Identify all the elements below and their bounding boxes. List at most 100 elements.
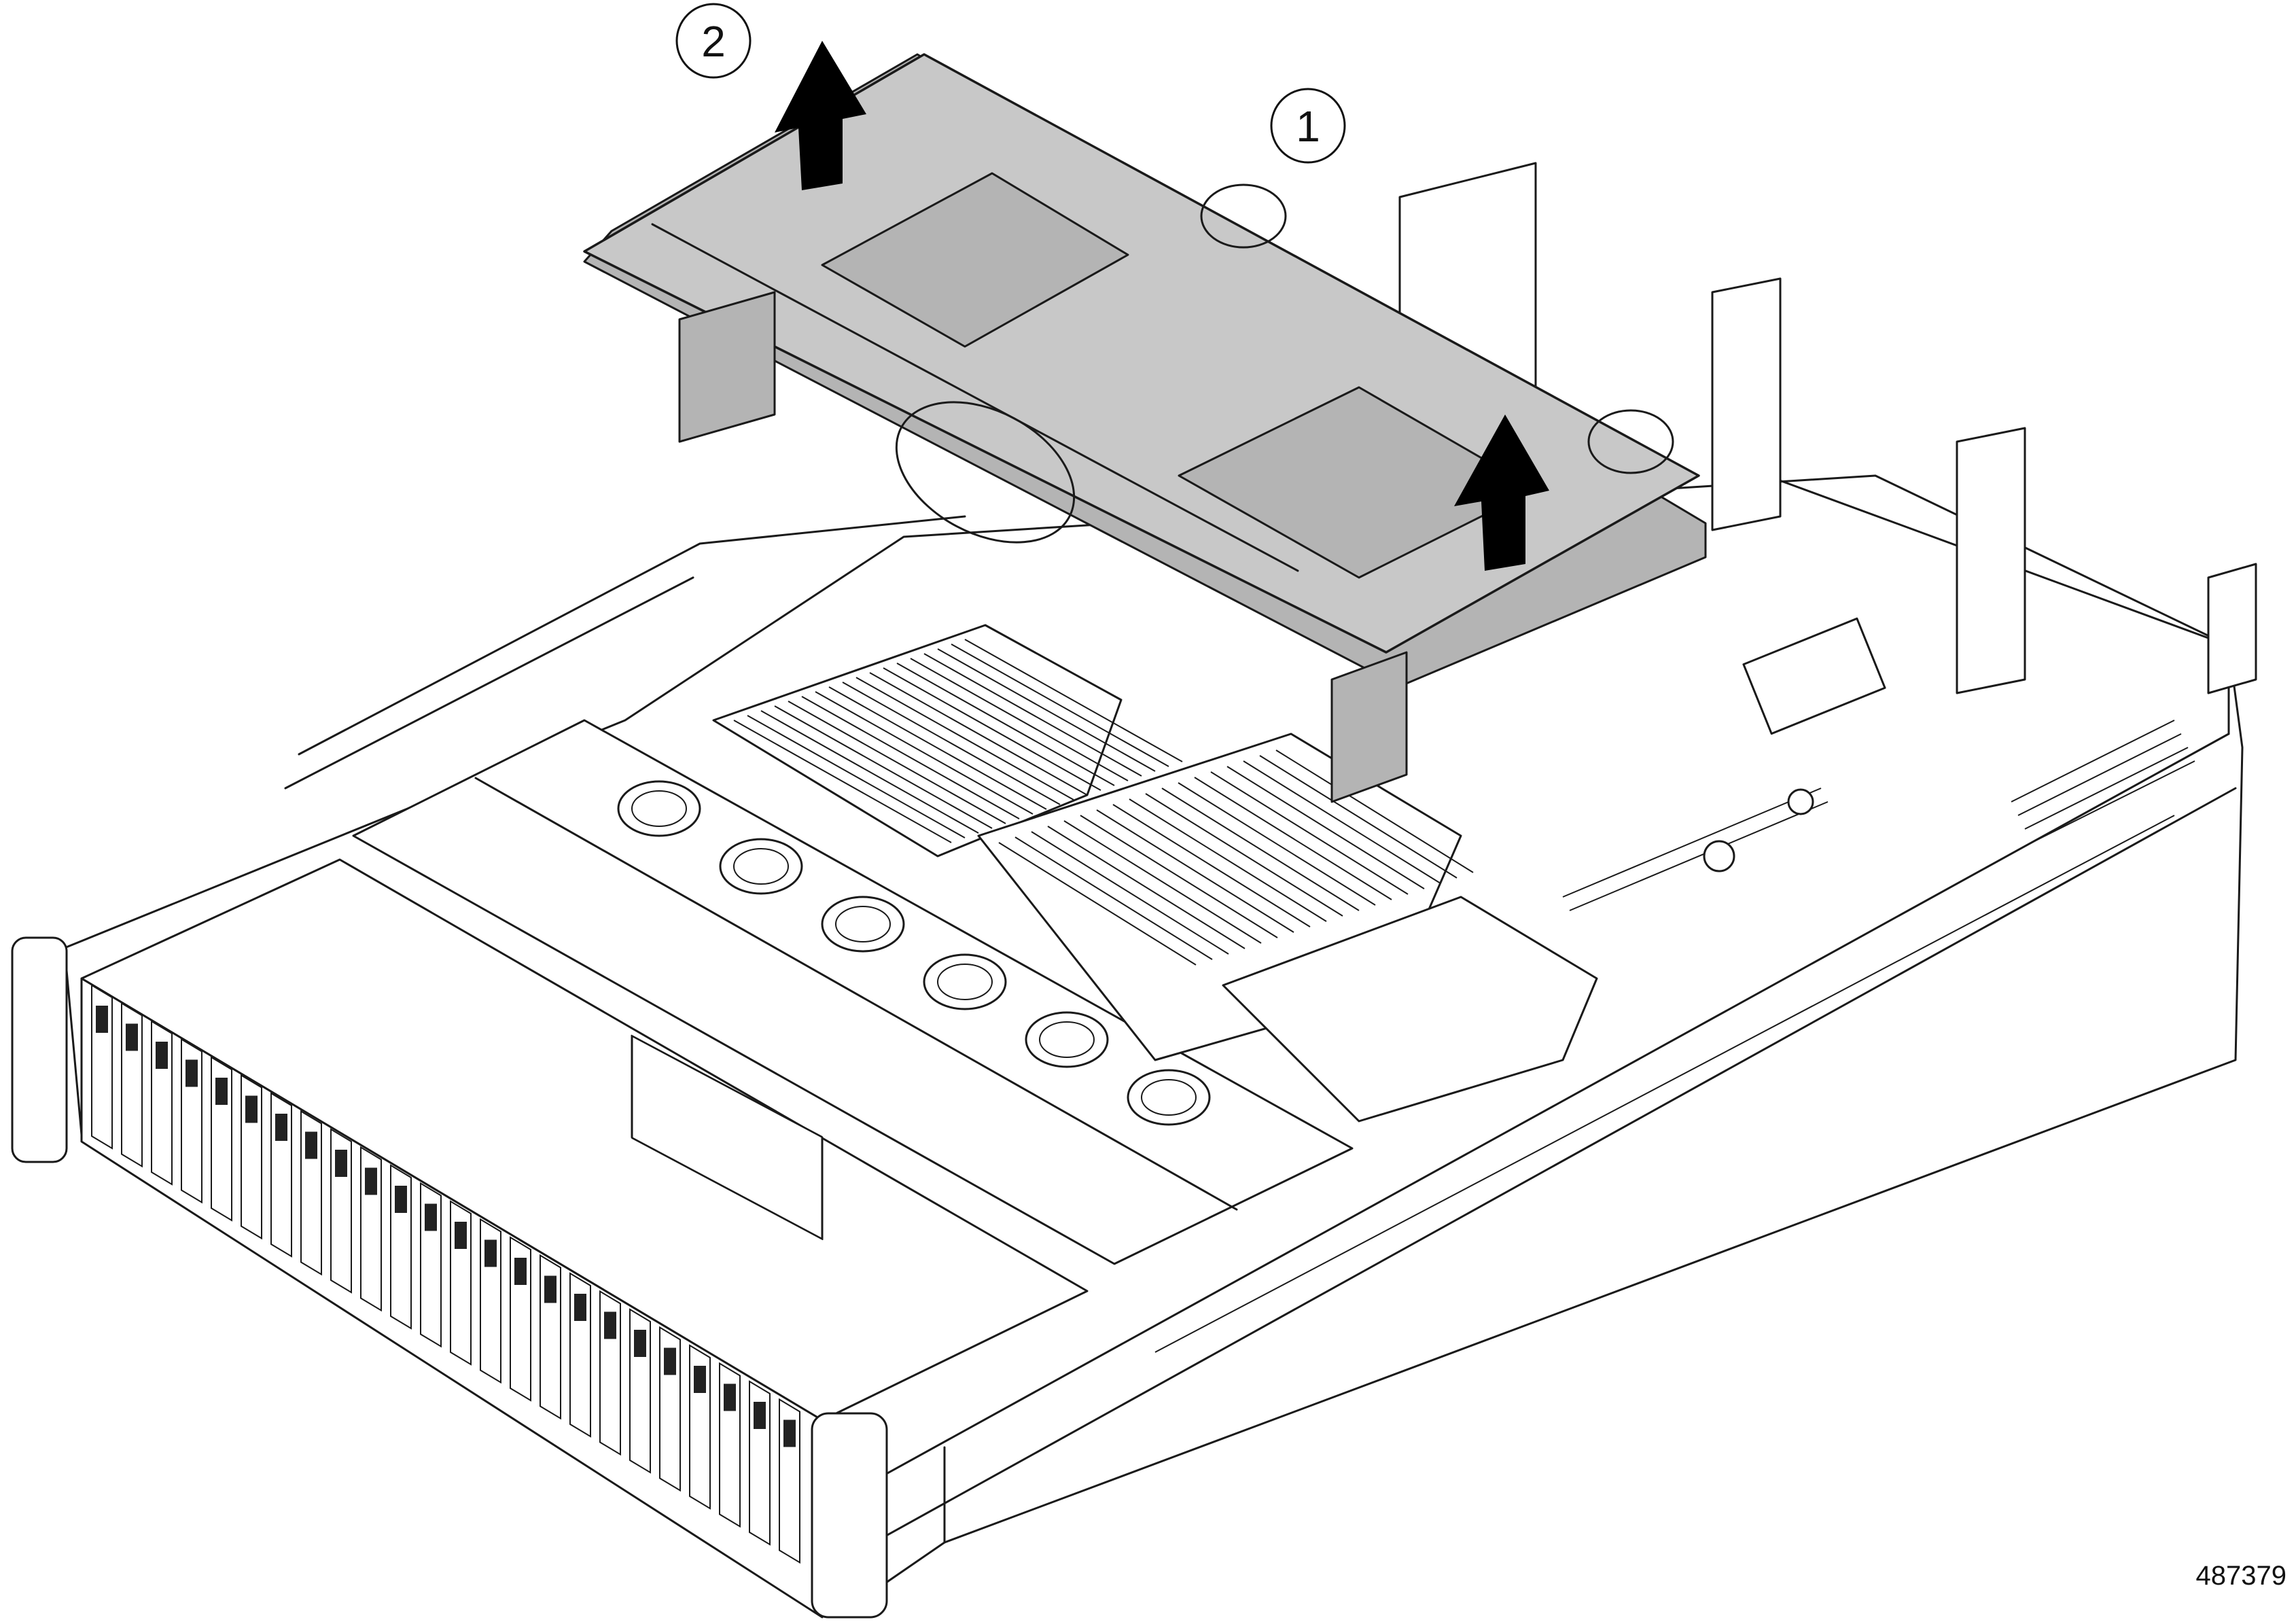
- fan-hub: [719, 838, 803, 895]
- drive-slot: [629, 1308, 651, 1474]
- drive-slot: [270, 1092, 292, 1258]
- drive-slot: [300, 1110, 322, 1276]
- drive-latch: [365, 1167, 377, 1195]
- fin: [1047, 826, 1246, 949]
- drive-front-face: [80, 977, 824, 1619]
- baffle-vent: [1330, 651, 1408, 803]
- fan-tray: [352, 719, 1354, 1265]
- left-rail: [298, 515, 966, 756]
- fan-hub: [617, 780, 701, 837]
- fan-center: [937, 964, 993, 1000]
- standoff: [1703, 840, 1735, 872]
- drive-slot: [569, 1272, 591, 1438]
- drive-latch: [96, 1006, 108, 1033]
- drive-latch: [275, 1114, 287, 1141]
- drive-latch: [455, 1222, 467, 1249]
- lift-arrow-right: [1454, 414, 1549, 571]
- fin: [774, 705, 993, 829]
- drive-latch: [514, 1258, 527, 1285]
- callout-2: 2: [675, 3, 752, 79]
- drive-latch: [186, 1059, 198, 1087]
- drive-latch: [754, 1402, 766, 1429]
- grip-notch-circle-1: [1200, 183, 1287, 249]
- drive-latch: [634, 1330, 646, 1357]
- drive-slot: [450, 1200, 472, 1366]
- fin: [910, 658, 1129, 781]
- grip-notch-circle-2: [1587, 409, 1674, 474]
- drive-latch: [484, 1239, 497, 1267]
- rail-groove: [1154, 815, 2175, 1353]
- drive-slot: [211, 1056, 232, 1222]
- drive-slot: [241, 1074, 262, 1240]
- thumbscrew: [1787, 788, 1814, 815]
- riser-cage-3: [1956, 427, 2026, 694]
- callout-2-number: 2: [701, 17, 726, 66]
- drive-label-plate: [631, 1034, 824, 1241]
- fin: [1210, 771, 1409, 895]
- fan-divider: [474, 777, 1238, 1211]
- drive-slot: [749, 1380, 771, 1546]
- fin: [1096, 809, 1294, 933]
- alignment-circle: [895, 401, 1076, 544]
- fin: [1259, 755, 1458, 879]
- drive-slot: [689, 1344, 711, 1510]
- fin: [1194, 777, 1392, 900]
- fin: [883, 667, 1101, 791]
- left-rail-inner: [284, 576, 694, 790]
- baffle-panel-1: [821, 172, 1129, 348]
- baffle-ridge: [651, 223, 1299, 572]
- drive-latch: [604, 1311, 616, 1339]
- drive-slot: [480, 1218, 501, 1384]
- drive-slot: [779, 1398, 800, 1564]
- fan-center: [631, 790, 687, 827]
- fin: [1112, 804, 1311, 928]
- drive-latch: [126, 1023, 138, 1051]
- drive-latch: [694, 1366, 706, 1393]
- fin: [1243, 760, 1441, 884]
- drive-slot: [420, 1182, 442, 1348]
- fin: [1226, 766, 1425, 889]
- baffle-vent-left: [678, 291, 776, 443]
- fin: [815, 691, 1034, 815]
- fan-center: [1141, 1079, 1197, 1116]
- pcie-slot: [1562, 788, 1829, 911]
- drive-slot: [540, 1254, 561, 1420]
- fin: [788, 701, 1006, 824]
- fin: [1014, 836, 1213, 960]
- drive-slot: [599, 1290, 621, 1456]
- drive-slot: [91, 984, 113, 1150]
- heatsink-3: [1222, 896, 1598, 1123]
- fin: [896, 663, 1115, 786]
- fin: [1063, 820, 1262, 944]
- fin: [937, 648, 1156, 772]
- drive-slot: [719, 1362, 741, 1528]
- drive-slots: [91, 984, 800, 1564]
- drive-latch: [215, 1078, 228, 1105]
- callout-1-number: 1: [1296, 102, 1320, 151]
- drive-latch: [156, 1042, 168, 1069]
- fin: [1031, 831, 1229, 955]
- lift-arrow-left: [775, 41, 866, 190]
- fan-hub: [821, 896, 905, 953]
- fin: [842, 682, 1061, 805]
- fin: [801, 696, 1020, 819]
- right-rack-ear: [811, 1412, 888, 1619]
- fin: [1145, 793, 1343, 917]
- drive-latch: [305, 1131, 317, 1159]
- drive-latch: [425, 1203, 437, 1231]
- rear-vent-grid: [2011, 720, 2195, 843]
- fin: [1080, 815, 1278, 938]
- drive-latch: [395, 1186, 407, 1213]
- heatsink-fins: [733, 639, 1474, 966]
- drive-slot: [181, 1038, 202, 1204]
- fan-center: [1039, 1021, 1095, 1058]
- callout-1-circle: [1270, 88, 1346, 164]
- drive-slot: [330, 1128, 352, 1294]
- right-rail-top: [834, 732, 2230, 1503]
- lift-arrows: [775, 41, 1549, 571]
- left-rack-ear: [11, 936, 68, 1163]
- fan-center: [835, 906, 891, 942]
- figure-id: 487379: [2195, 1561, 2286, 1591]
- drive-slot: [151, 1020, 173, 1186]
